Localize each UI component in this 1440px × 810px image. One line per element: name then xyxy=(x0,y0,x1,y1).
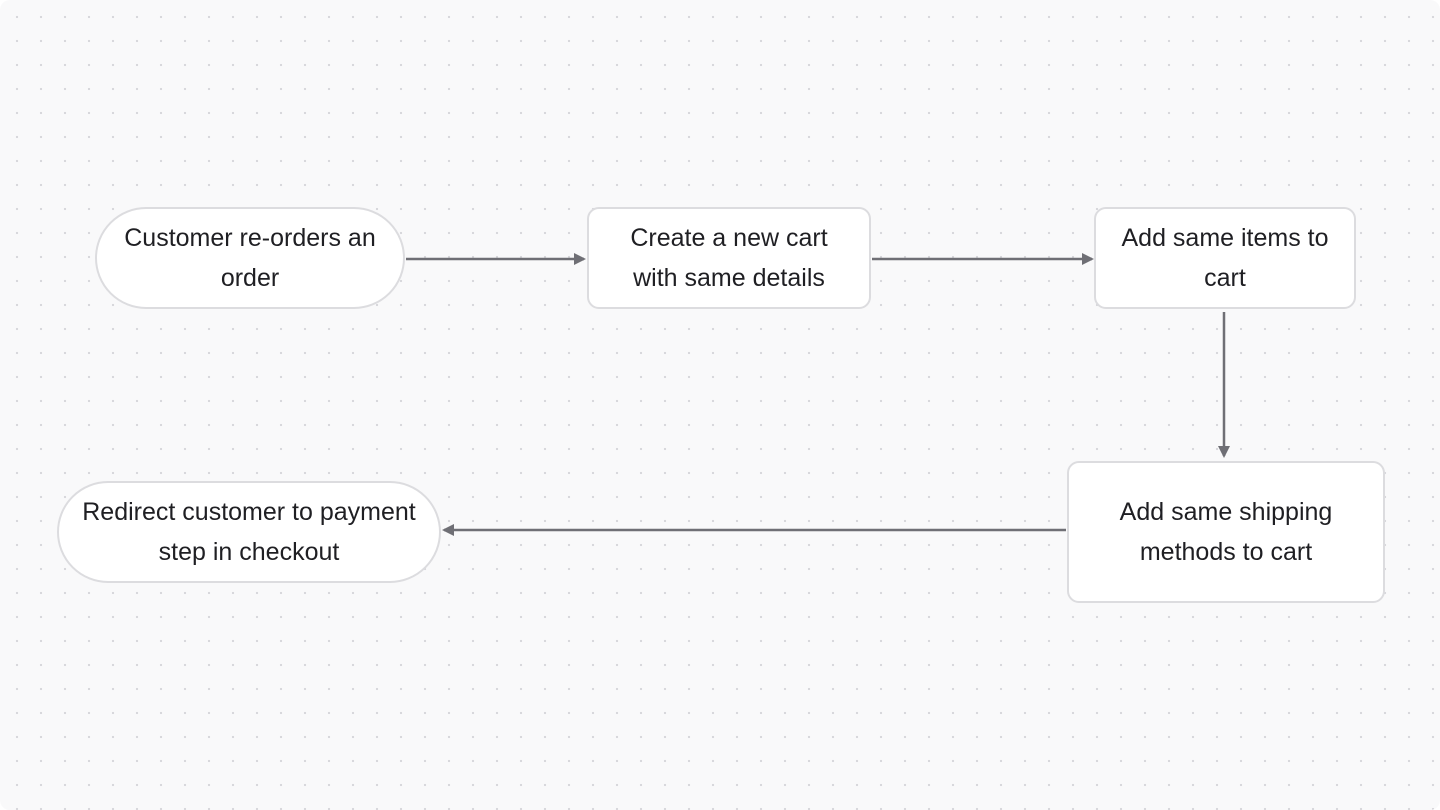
node-label: Customer re-orders an order xyxy=(124,224,376,292)
node-label: Add same items to cart xyxy=(1121,224,1329,292)
node-label: Add same shipping methods to cart xyxy=(1119,498,1333,566)
node-redirect-to-payment[interactable]: Redirect customer to payment step in che… xyxy=(57,481,441,583)
node-customer-reorders[interactable]: Customer re-orders an order xyxy=(95,207,405,309)
node-create-new-cart[interactable]: Create a new cart with same details xyxy=(587,207,871,309)
node-label: Redirect customer to payment step in che… xyxy=(82,498,416,566)
node-label: Create a new cart with same details xyxy=(630,224,828,292)
node-add-shipping-methods[interactable]: Add same shipping methods to cart xyxy=(1067,461,1385,603)
node-add-same-items[interactable]: Add same items to cart xyxy=(1094,207,1356,309)
